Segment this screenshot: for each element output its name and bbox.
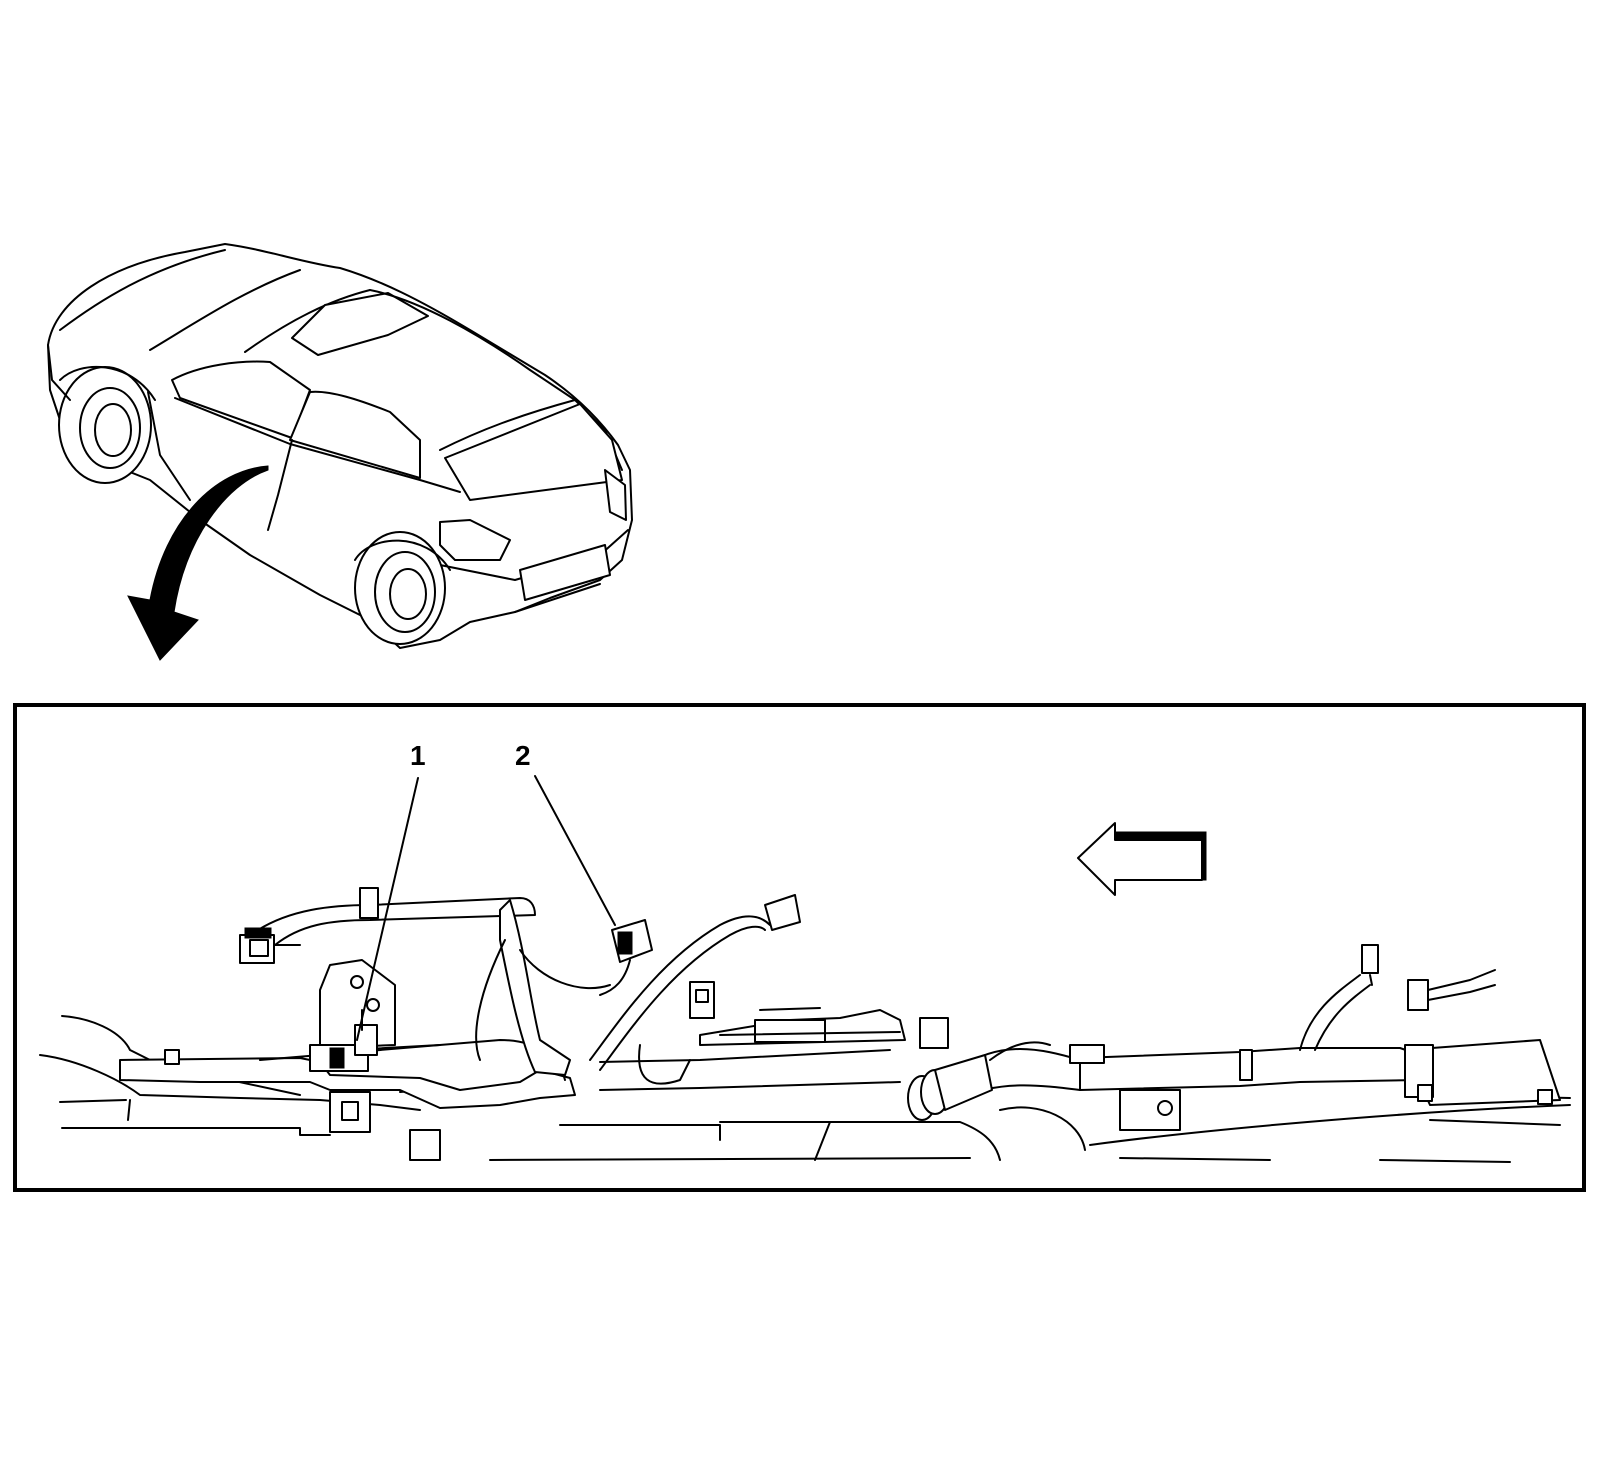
callout-leaders xyxy=(356,775,616,1041)
right-connectors xyxy=(1069,944,1496,1081)
callout-2-label: 2 xyxy=(515,740,531,771)
forward-direction-arrow-icon xyxy=(1077,822,1207,896)
callout-1-label: 1 xyxy=(410,740,426,771)
detail-view-frame xyxy=(13,703,1586,1192)
hatchback-vehicle-icon xyxy=(47,243,633,649)
upper-harness-branch xyxy=(257,887,611,1076)
center-module xyxy=(699,1007,906,1046)
component-1-connector xyxy=(309,1009,378,1072)
lower-brackets xyxy=(127,1049,1181,1133)
curved-arrow-icon xyxy=(127,465,269,661)
harness-branch-loop xyxy=(589,894,801,1085)
rear-module xyxy=(1404,1039,1561,1106)
component-2-connector xyxy=(599,919,653,996)
grommet xyxy=(907,1017,1051,1121)
left-connector-icon xyxy=(239,927,301,964)
